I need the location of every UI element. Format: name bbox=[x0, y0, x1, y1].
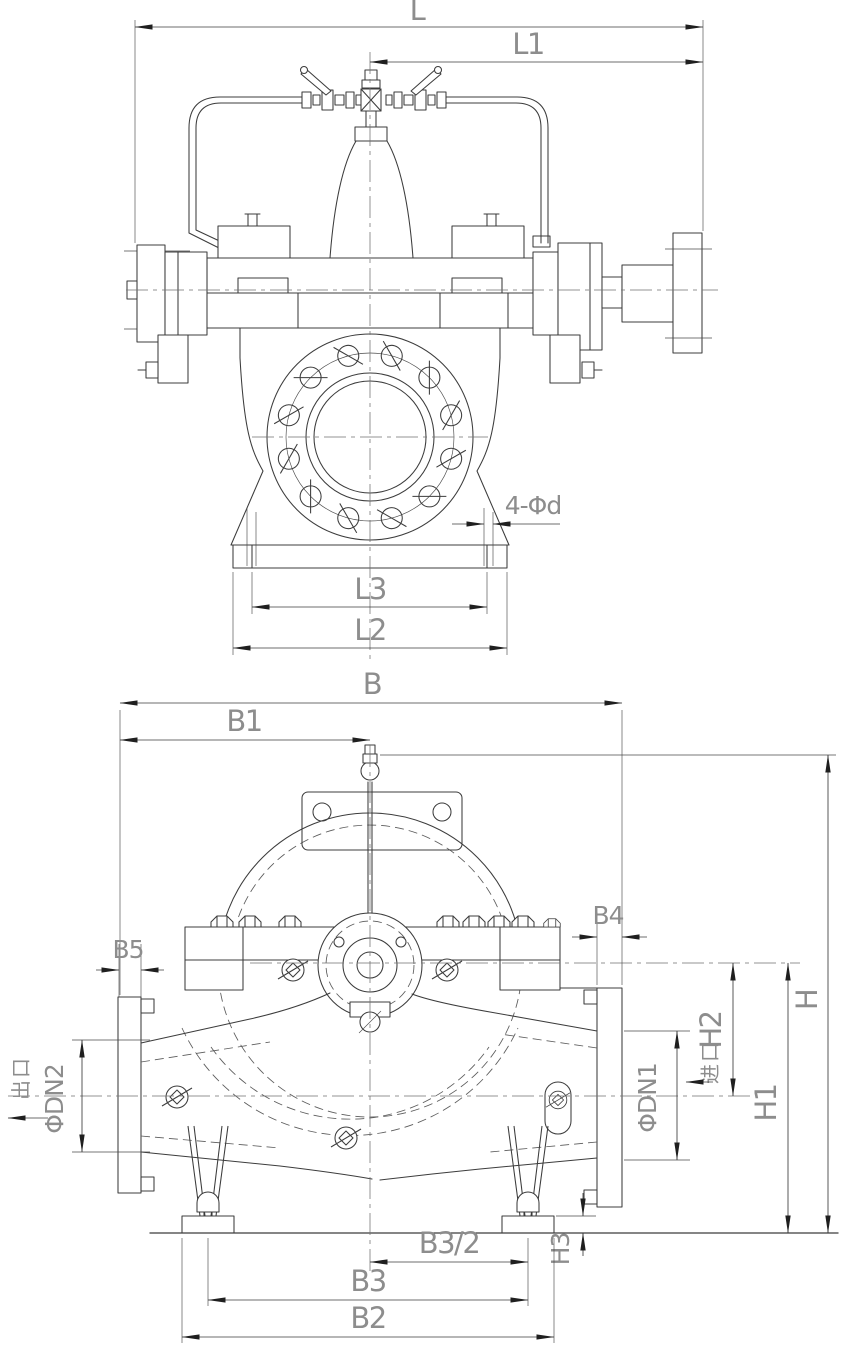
dim-L3: L3 bbox=[251, 572, 488, 614]
dim-DN1: ΦDN1 bbox=[624, 1030, 690, 1161]
dim-label-L2: L2 bbox=[354, 613, 386, 647]
front-view: L L1 4-Φd L3 L2 bbox=[124, 0, 718, 660]
outlet-label: 出口 bbox=[9, 1056, 33, 1100]
volute-dome bbox=[329, 140, 414, 259]
foundation-feet bbox=[149, 1125, 839, 1234]
gauge-piping bbox=[188, 96, 551, 259]
dim-label-B: B bbox=[363, 667, 381, 701]
dim-DN2: ΦDN2 bbox=[40, 1039, 150, 1153]
dim-label-H1: H1 bbox=[749, 1084, 783, 1121]
dim-H1: H1 bbox=[749, 962, 791, 1234]
dim-L2: L2 bbox=[232, 572, 508, 655]
inlet-nozzle bbox=[379, 987, 623, 1208]
foot-slot bbox=[544, 1081, 572, 1135]
dim-label-H: H bbox=[790, 990, 824, 1010]
dim-B5: B5 bbox=[96, 935, 164, 997]
dim-label-DN2: ΦDN2 bbox=[40, 1064, 69, 1134]
dim-H: H bbox=[380, 754, 836, 1234]
dim-label-L: L bbox=[410, 0, 426, 27]
outlet-nozzle bbox=[117, 992, 373, 1194]
bearing-housing-left bbox=[124, 244, 208, 384]
valve-assembly bbox=[299, 65, 447, 128]
dim-L: L bbox=[134, 0, 704, 243]
side-view: B B1 B4 B5 H H1 H2 bbox=[7, 667, 839, 1343]
dim-label-DN1: ΦDN1 bbox=[633, 1063, 662, 1133]
dim-label-B4: B4 bbox=[592, 901, 623, 930]
flow-label-inlet: 进口 bbox=[685, 1040, 722, 1085]
valve-handle-left bbox=[300, 68, 332, 96]
outlet-flange bbox=[117, 996, 142, 1194]
dim-label-B3: B3 bbox=[350, 1264, 385, 1298]
dim-label-B2: B2 bbox=[350, 1301, 385, 1335]
bearing-housing-right-and-coupling bbox=[532, 232, 712, 384]
dim-B1: B1 bbox=[119, 704, 371, 743]
dim-B3: B3 bbox=[207, 1238, 529, 1306]
dim-label-B1: B1 bbox=[226, 704, 261, 738]
casing-foot-bolts bbox=[161, 1081, 572, 1150]
dim-label-H3: H3 bbox=[546, 1233, 575, 1266]
dim-B4: B4 bbox=[572, 901, 647, 985]
pump-casing-front bbox=[164, 126, 561, 329]
dim-L1: L1 bbox=[369, 27, 704, 65]
dim-B3-half: B3/2 bbox=[369, 1226, 529, 1306]
dim-label-L1: L1 bbox=[512, 27, 544, 61]
dim-H3: H3 bbox=[546, 1193, 596, 1265]
top-bracket-plate bbox=[301, 791, 463, 851]
dim-label-H2: H2 bbox=[694, 1011, 728, 1048]
dim-label-B5: B5 bbox=[112, 935, 143, 964]
inlet-label: 进口 bbox=[698, 1040, 722, 1084]
valve-handle-right bbox=[410, 68, 442, 96]
dim-label-L3: L3 bbox=[354, 572, 386, 606]
dim-B: B bbox=[119, 667, 623, 995]
front-view-centerlines bbox=[126, 52, 718, 660]
dim-H2: H2 bbox=[694, 962, 736, 1097]
coupling-flange bbox=[672, 232, 703, 354]
dim-B2: B2 bbox=[181, 1238, 555, 1343]
inlet-flange bbox=[596, 987, 623, 1208]
flow-label-outlet: 出口 bbox=[7, 1056, 48, 1121]
side-view-centerlines bbox=[8, 745, 800, 1272]
dim-label-foot-holes: 4-Φd bbox=[505, 491, 561, 520]
dim-foot-holes: 4-Φd bbox=[452, 491, 562, 527]
dim-label-B3-half: B3/2 bbox=[419, 1226, 480, 1260]
